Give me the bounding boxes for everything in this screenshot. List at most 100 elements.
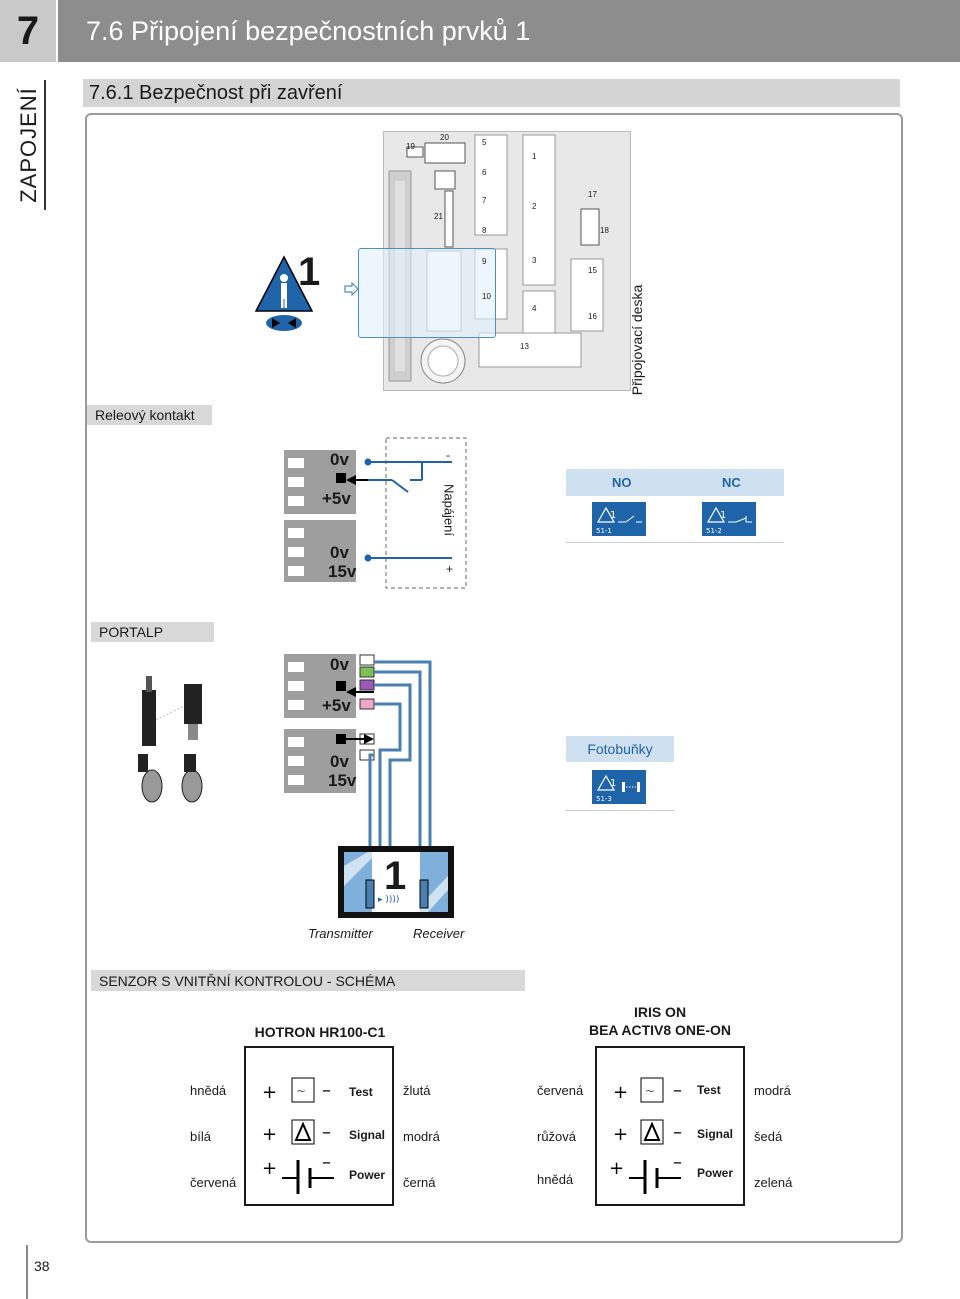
svg-text:+: + [613,1082,628,1103]
relay-term-15v: 15v [328,562,357,581]
relay-wiring [336,437,467,589]
power-label-text: Napájení [441,483,457,537]
board-num-13: 13 [520,342,529,351]
photocell-unit: ▸ )))) [338,846,454,918]
side-tab: ZAPOJENÍ [14,80,44,210]
hotron-out-1: žlutá [403,1083,431,1098]
relay-term-0v-bottom: 0v [330,543,349,562]
subsection-title: 7.6.1 Bezpečnost při zavření [83,79,900,107]
iris-sym-power: Power [697,1166,734,1180]
board-label: Připojovací deska [625,284,649,396]
hotron-header: HOTRON HR100-C1 [254,1024,386,1040]
photocell-icon: 1 51-3 [592,770,646,804]
hotron-in-1: hnědá [190,1083,227,1098]
photocell-devices-image [138,676,203,803]
no-label: NO [612,475,632,490]
hotron-out-3: černá [403,1175,436,1190]
iris-in-3: hnědá [537,1172,574,1187]
iris-out-1: modrá [754,1083,791,1098]
contact-header: NO NC [566,469,784,496]
receiver-label: Receiver [413,926,465,941]
board-num-5: 5 [482,138,487,147]
power-minus: - [446,448,450,462]
svg-text:–: – [673,1122,682,1143]
svg-text:–: – [322,1152,331,1173]
board-num-7: 7 [482,196,487,205]
relay-terminal-bottom [284,520,356,582]
svg-text:~: ~ [296,1084,306,1098]
board-num-10: 10 [482,292,491,301]
transmitter-label: Transmitter [308,926,373,941]
safety-person-icon [254,255,314,331]
iris-schema-box [595,1046,745,1206]
iris-header-line1: IRIS ON [633,1004,687,1020]
nc-code: 51-2 [706,527,722,535]
page-number-bar [26,1245,28,1299]
no-code: 51-1 [596,527,612,535]
chapter-number: 7 [0,0,56,62]
nc-contact-icon: 1 51-2 [702,502,756,536]
board-num-8: 8 [482,226,487,235]
svg-text:1: 1 [610,778,616,789]
relay-term-0v-top: 0v [330,450,349,469]
board-num-20: 20 [440,133,449,142]
portalp-term-0v-top: 0v [330,655,349,674]
board-callout [358,248,496,338]
svg-text:–: – [673,1080,682,1101]
photocell-header: Fotobuňky [566,736,674,762]
svg-text:+: + [613,1124,628,1145]
board-num-17: 17 [588,190,597,199]
hotron-in-3: červená [190,1175,237,1190]
iris-header-line2: BEA ACTIV8 ONE-ON [588,1022,732,1038]
board-num-4: 4 [532,304,537,313]
safety-number: 1 [298,250,321,294]
iris-in-2: růžová [537,1129,577,1144]
portalp-section-label: PORTALP [91,622,214,642]
board-num-3: 3 [532,256,537,265]
svg-text:1: 1 [610,510,616,521]
hotron-sym-signal: Signal [349,1128,386,1142]
svg-text:+: + [262,1124,277,1145]
content-frame [85,113,903,1243]
iris-sym-test: Test [697,1083,721,1097]
side-tab-bar [44,80,46,210]
hotron-schema-box [244,1046,394,1206]
photocell-code: 51-3 [596,795,612,803]
svg-text:1: 1 [720,510,726,521]
photocell-wiring [336,654,432,870]
board-label-text: Připojovací deska [629,284,645,396]
board-num-9: 9 [482,257,487,266]
hotron-symbols: + ~ – + – + – [262,1077,334,1194]
svg-text:+: + [262,1158,277,1179]
sensor-section-label: SENZOR S VNITŘNÍ KONTROLOU - SCHÉMA [91,970,525,991]
relay-section-label: Releový kontakt [87,405,212,425]
svg-text:–: – [322,1122,331,1143]
hotron-sym-test: Test [349,1085,373,1099]
svg-text:–: – [673,1152,682,1173]
board-num-18: 18 [600,226,609,235]
power-plus: + [446,562,454,576]
hotron-out-2: modrá [403,1129,440,1144]
side-tab-label: ZAPOJENÍ [16,87,41,203]
iris-out-2: šedá [754,1129,783,1144]
board-num-6: 6 [482,168,487,177]
page-number: 38 [34,1258,50,1274]
board-num-19: 19 [406,142,415,151]
portalp-term-5v: +5v [322,696,351,715]
contact-divider [566,542,784,543]
board-num-16: 16 [588,312,597,321]
iris-out-3: zelená [754,1175,793,1190]
hotron-sym-power: Power [349,1168,386,1182]
arrow-right-icon [344,282,359,296]
nc-label: NC [722,475,741,490]
iris-symbols: + ~ – + – + – [609,1077,682,1194]
svg-text:–: – [322,1080,331,1101]
iris-sym-signal: Signal [697,1127,734,1141]
iris-in-1: červená [537,1083,584,1098]
svg-text:~: ~ [645,1084,655,1098]
svg-text:+: + [609,1158,624,1179]
no-contact-icon: 1 51-1 [592,502,646,536]
power-label: Napájení [436,470,462,550]
svg-text:▸ )))): ▸ )))) [378,895,399,905]
board-num-2: 2 [532,202,537,211]
